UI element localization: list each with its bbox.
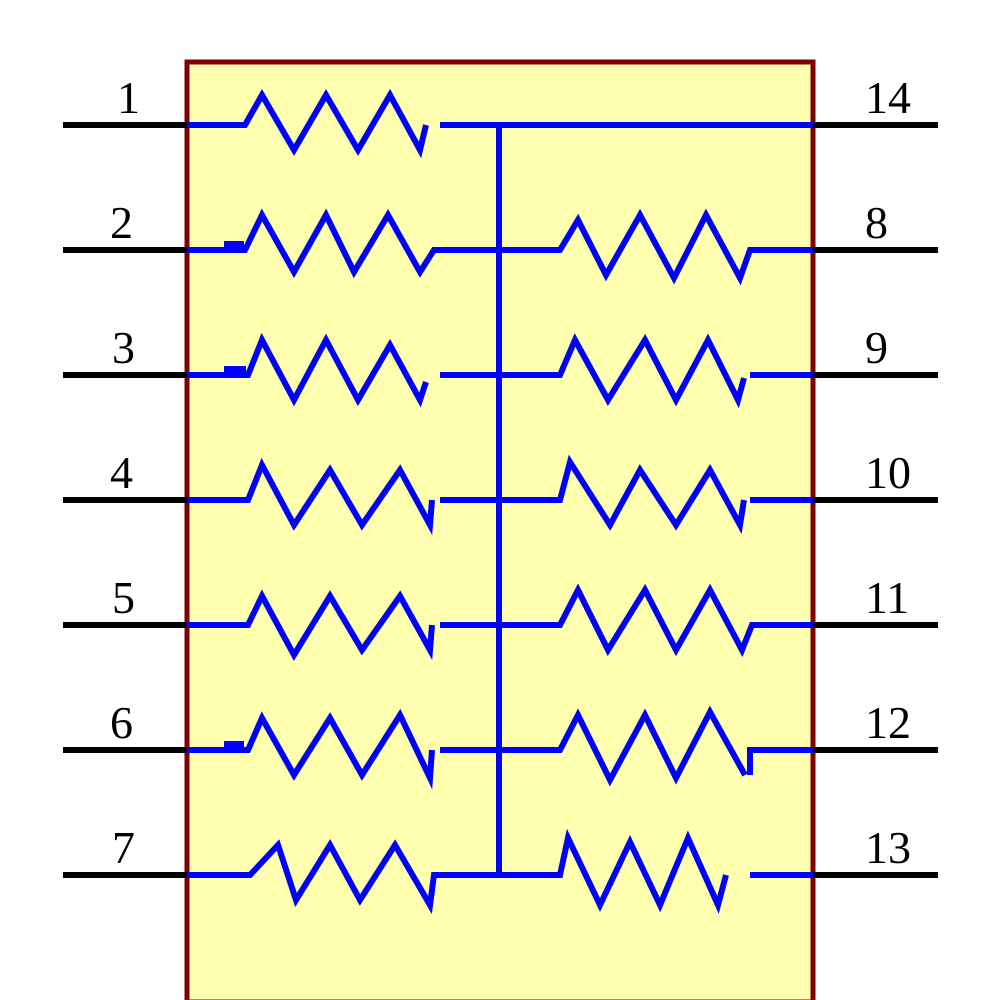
resistor-R10 [499, 454, 813, 535]
pin-label-7: 7 [112, 822, 135, 873]
resistor-R2 [187, 208, 499, 279]
resistor-R1 [187, 88, 499, 159]
left-pin-leads [63, 122, 187, 878]
right-pin-labels: 14 8 9 10 11 12 13 [865, 72, 911, 873]
left-resistors [187, 88, 499, 915]
pin-label-5: 5 [112, 572, 135, 623]
resistor-R3 [187, 332, 499, 408]
resistor-R13 [499, 828, 813, 914]
pin-label-10: 10 [865, 447, 911, 498]
pin-label-2: 2 [110, 197, 133, 248]
pin-label-3: 3 [112, 322, 135, 373]
pin-label-6: 6 [110, 697, 133, 748]
resistor-R6 [187, 708, 499, 790]
resistor-R12 [499, 705, 813, 787]
pin-label-14: 14 [865, 72, 911, 123]
pin-marker-2 [224, 241, 244, 249]
right-pin-leads [813, 122, 938, 878]
pin-label-12: 12 [865, 697, 911, 748]
resistor-R7 [187, 839, 499, 915]
pin-label-8: 8 [865, 197, 888, 248]
left-pin-labels: 1 2 3 4 5 6 7 [110, 72, 140, 873]
pin-label-1: 1 [117, 72, 140, 123]
resistor-R8 [499, 208, 813, 286]
pin-marker-3 [224, 366, 246, 376]
resistor-R4 [187, 457, 499, 536]
pin-label-13: 13 [865, 822, 911, 873]
pin-label-11: 11 [865, 572, 909, 623]
resistor-R9 [499, 333, 813, 409]
resistor-R11 [499, 583, 813, 658]
right-resistors [499, 208, 813, 914]
pin-label-4: 4 [110, 447, 133, 498]
pin-marker-6 [224, 741, 244, 749]
pin-label-9: 9 [865, 322, 888, 373]
resistor-R5 [187, 589, 499, 662]
